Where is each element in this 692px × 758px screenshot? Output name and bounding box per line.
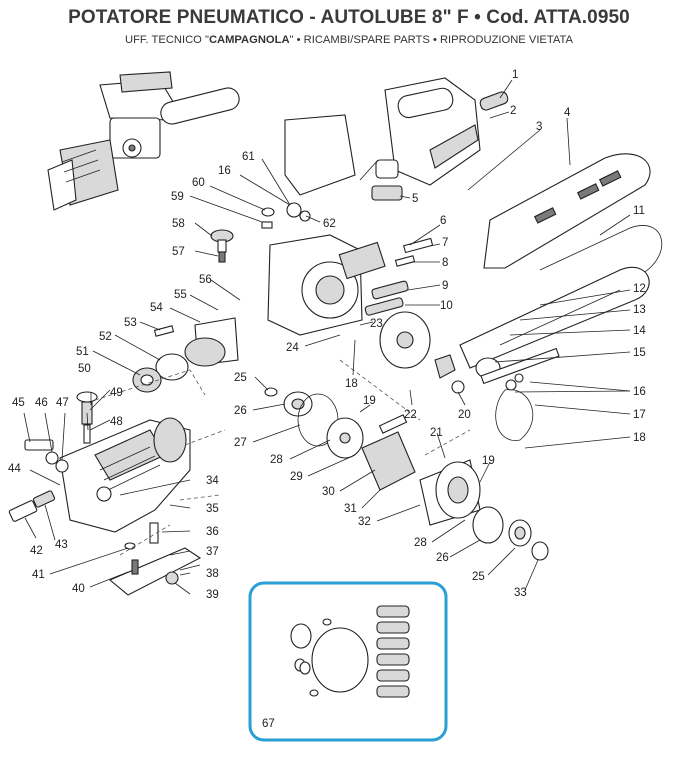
callout-44: 44 [8,463,21,475]
callout-21: 21 [430,427,443,439]
kit-vanes [376,605,410,698]
callout-5: 5 [412,193,418,205]
callout-6: 6 [440,215,446,227]
callout-29: 29 [290,471,303,483]
air-fittings [8,439,69,522]
callout-37: 37 [206,546,219,558]
callout-36: 36 [206,526,219,538]
callout-38: 38 [206,568,219,580]
callout-14: 14 [633,325,646,337]
callout-4: 4 [564,107,571,119]
callout-20: 20 [458,409,471,421]
callout-7: 7 [442,237,448,249]
callout-27: 27 [234,437,247,449]
callout-11: 11 [633,205,645,217]
motor-internals [264,311,549,561]
callout-22: 22 [404,409,417,421]
callout-16-top: 16 [218,165,231,177]
kit-67-box: 67 [248,581,448,742]
chain-and-bar [459,225,663,369]
fasteners [153,202,434,337]
callout-30: 30 [322,486,335,498]
callout-19-upper: 19 [363,395,376,407]
callout-9: 9 [442,280,448,292]
callout-42: 42 [30,545,43,557]
callout-34: 34 [206,475,219,487]
callout-54: 54 [150,302,163,314]
trigger-assembly [108,522,202,596]
subtitle-brand: CAMPAGNOLA [208,34,290,46]
assembled-tool-illustration [47,71,240,211]
callout-62: 62 [323,218,336,230]
sprocket-assembly [434,347,560,441]
callout-43: 43 [55,539,68,551]
callout-58: 58 [172,218,185,230]
handle-body [59,417,191,533]
kit-number-label: 67 [262,718,275,730]
callout-35: 35 [206,503,219,515]
callout-25-upper: 25 [234,372,247,384]
callout-31: 31 [344,503,357,515]
callout-19-lower: 19 [482,455,495,467]
guard-assembly [284,77,509,201]
callout-41: 41 [32,569,45,581]
callout-28-lower: 28 [414,537,427,549]
callout-50: 50 [78,363,91,375]
callout-61: 61 [242,151,255,163]
page-subtitle: UFF. TECNICO "CAMPAGNOLA" • RICAMBI/SPAR… [14,34,684,46]
callout-12: 12 [633,283,646,295]
callout-13: 13 [633,304,646,316]
callout-59: 59 [171,191,184,203]
callout-52: 52 [99,331,112,343]
callout-1: 1 [512,69,518,81]
callout-10: 10 [440,300,453,312]
callout-26-upper: 26 [234,405,247,417]
callout-53: 53 [124,317,137,329]
callout-45: 45 [12,397,25,409]
callout-46: 46 [35,397,48,409]
callout-17: 17 [633,409,646,421]
callout-28-upper: 28 [270,454,283,466]
motor-housing [267,234,386,336]
callout-56: 56 [199,274,212,286]
callout-3: 3 [536,121,542,133]
callout-57: 57 [172,246,185,258]
callout-24: 24 [286,342,299,354]
callout-15: 15 [633,347,646,359]
callout-26-lower: 26 [436,552,449,564]
callout-55: 55 [174,289,187,301]
subtitle-suffix: " • RICAMBI/SPARE PARTS • RIPRODUZIONE V… [289,34,573,46]
callout-8: 8 [442,257,448,269]
callout-23: 23 [370,318,383,330]
subtitle-prefix: UFF. TECNICO " [125,34,209,46]
callout-40: 40 [72,583,85,595]
callout-33: 33 [514,587,527,599]
callout-60: 60 [192,177,205,189]
callout-18-center: 18 [345,378,358,390]
callout-25-lower: 25 [472,571,485,583]
callout-2: 2 [510,105,516,117]
kit-frame [248,581,448,742]
callout-49: 49 [110,387,123,399]
callout-51: 51 [76,346,89,358]
page-title: POTATORE PNEUMATICO - AUTOLUBE 8" F • Co… [68,7,630,28]
callout-48: 48 [110,416,123,428]
guide-bar [483,153,651,269]
callout-leaders [23,79,631,595]
callout-32: 32 [358,516,371,528]
callout-39: 39 [206,589,219,601]
callout-16-right: 16 [633,386,646,398]
callout-47: 47 [56,397,69,409]
callout-18-right: 18 [633,432,646,444]
callout-numbers: 1 2 3 4 5 6 7 8 9 10 11 12 13 14 15 16 1… [8,69,646,601]
